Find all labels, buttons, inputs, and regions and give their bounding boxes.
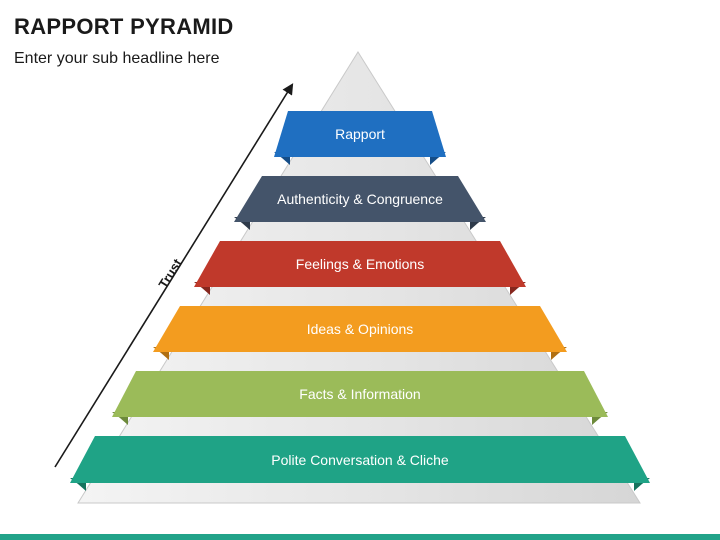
page-title: RAPPORT PYRAMID xyxy=(14,14,234,39)
trust-label: Trust xyxy=(155,256,185,291)
page-subtitle: Enter your sub headline here xyxy=(14,50,220,67)
level-band xyxy=(234,176,486,222)
level-label: Polite Conversation & Cliche xyxy=(271,452,449,468)
footer-accent-bar xyxy=(0,534,720,540)
level-label: Feelings & Emotions xyxy=(296,256,424,272)
level-band xyxy=(274,111,446,157)
level-label: Rapport xyxy=(335,126,385,142)
pyramid-level: Polite Conversation & Cliche xyxy=(70,436,650,491)
level-label: Facts & Information xyxy=(299,386,420,402)
level-band xyxy=(112,371,608,417)
level-label: Authenticity & Congruence xyxy=(277,191,443,207)
level-label: Ideas & Opinions xyxy=(307,321,414,337)
pyramid-level: Authenticity & Congruence xyxy=(234,176,486,230)
pyramid-level: Feelings & Emotions xyxy=(194,241,526,295)
pyramid-level: Rapport xyxy=(274,111,446,165)
level-band xyxy=(194,241,526,287)
level-band xyxy=(70,436,650,483)
level-band xyxy=(153,306,567,352)
pyramid-level: Facts & Information xyxy=(112,371,608,425)
pyramid-level: Ideas & Opinions xyxy=(153,306,567,360)
pyramid-levels: Rapport Authenticity & Congruence Feelin… xyxy=(70,111,650,491)
trust-arrow xyxy=(54,83,294,468)
